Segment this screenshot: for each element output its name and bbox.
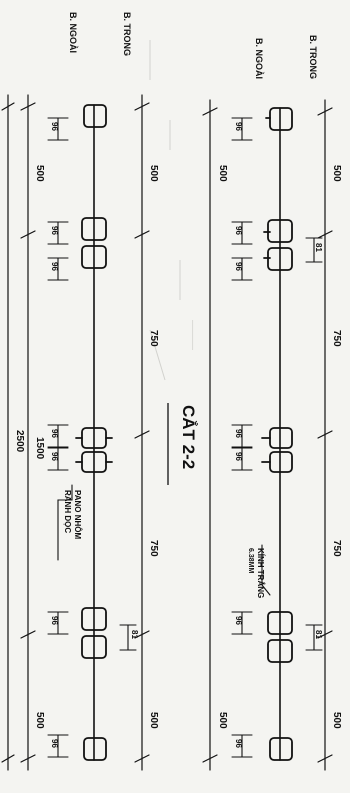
upper-dim-ticks-inner xyxy=(317,107,333,763)
section-title: CẮT 2-2 xyxy=(179,405,198,469)
lower-span-4: 500 xyxy=(148,712,159,729)
background-faint-marks: ——— xyxy=(149,40,198,381)
upper-dim-ticks-outer xyxy=(202,107,218,763)
upper-outer-span-1: 500 xyxy=(217,165,228,182)
lower-bottom-span-1: 500 xyxy=(34,165,45,182)
upper-profile-3 xyxy=(267,611,293,663)
upper-outer-span-4: 500 xyxy=(217,712,228,729)
upper-detail-96-g: 96 xyxy=(234,739,243,748)
upper-span-1: 500 xyxy=(331,165,342,182)
lower-detail-96-c: 96 xyxy=(50,262,59,271)
lower-detail-96-a: 96 xyxy=(50,122,59,131)
labels: B. TRONG B. NGOÀI 500 750 750 500 500 50… xyxy=(14,12,342,748)
lower-detail-96-b: 96 xyxy=(50,226,59,235)
lower-profile-3 xyxy=(81,607,107,659)
lower-overall: 2500 xyxy=(14,430,25,453)
lower-span-1: 500 xyxy=(148,165,159,182)
upper-span-3: 750 xyxy=(331,540,342,557)
lower-panel-note-1: PANO NHÔM xyxy=(73,490,82,540)
upper-offset-81-a: 81 xyxy=(314,243,323,252)
lower-dim-ticks-inner xyxy=(134,102,150,763)
lower-detail-96-d: 96 xyxy=(50,429,59,438)
upper-profile-top xyxy=(265,107,293,131)
lower-side-outer-label: B. NGOÀI xyxy=(68,12,78,53)
lower-dim-ticks-outer xyxy=(1,102,15,763)
lower-elevation xyxy=(1,94,150,771)
upper-detail-96-a: 96 xyxy=(234,122,243,131)
lower-profile-top xyxy=(83,104,107,128)
lower-profile-center xyxy=(75,427,113,473)
lower-dim-ticks-mid xyxy=(20,102,36,763)
lower-offset-brackets xyxy=(119,624,137,651)
upper-glass-note-1: KÍNH TRẮNG xyxy=(256,548,265,598)
lower-profile-bottom xyxy=(83,737,107,761)
lower-span-3: 750 xyxy=(148,540,159,557)
upper-glass-note-2: 6.38MM xyxy=(247,548,254,573)
upper-detail-96-d: 96 xyxy=(234,429,243,438)
lower-detail-96-g: 96 xyxy=(50,739,59,748)
upper-detail-96-e: 96 xyxy=(234,452,243,461)
upper-detail-96-c: 96 xyxy=(234,262,243,271)
lower-profile-1 xyxy=(81,217,107,269)
upper-detail-96-b: 96 xyxy=(234,226,243,235)
lower-bottom-span-2: 1500 xyxy=(34,437,45,460)
upper-detail-96-f: 96 xyxy=(234,616,243,625)
upper-profile-center xyxy=(261,427,293,473)
upper-detail-brackets xyxy=(231,117,253,758)
upper-profile-bottom xyxy=(269,737,293,761)
upper-offset-81-b: 81 xyxy=(314,630,323,639)
upper-span-2: 750 xyxy=(331,330,342,347)
lower-bottom-span-3: 500 xyxy=(34,712,45,729)
upper-glass-leader xyxy=(261,544,271,596)
lower-detail-brackets xyxy=(47,117,69,758)
lower-panel-note-2: RÃNH DỌC xyxy=(63,490,72,533)
lower-side-inner-label: B. TRONG xyxy=(122,12,132,56)
lower-offset-81: 81 xyxy=(130,630,139,639)
lower-panel-leader xyxy=(57,484,73,561)
lower-detail-96-f: 96 xyxy=(50,616,59,625)
upper-side-outer-label: B. NGOÀI xyxy=(254,38,264,79)
lower-span-2: 750 xyxy=(148,330,159,347)
upper-elevation xyxy=(202,99,333,771)
upper-offset-brackets xyxy=(305,237,323,651)
upper-side-inner-label: B. TRONG xyxy=(308,35,318,79)
upper-profile-1 xyxy=(263,219,293,271)
lower-detail-96-e: 96 xyxy=(50,452,59,461)
upper-span-4: 500 xyxy=(331,712,342,729)
svg-text:———: ——— xyxy=(187,320,198,350)
